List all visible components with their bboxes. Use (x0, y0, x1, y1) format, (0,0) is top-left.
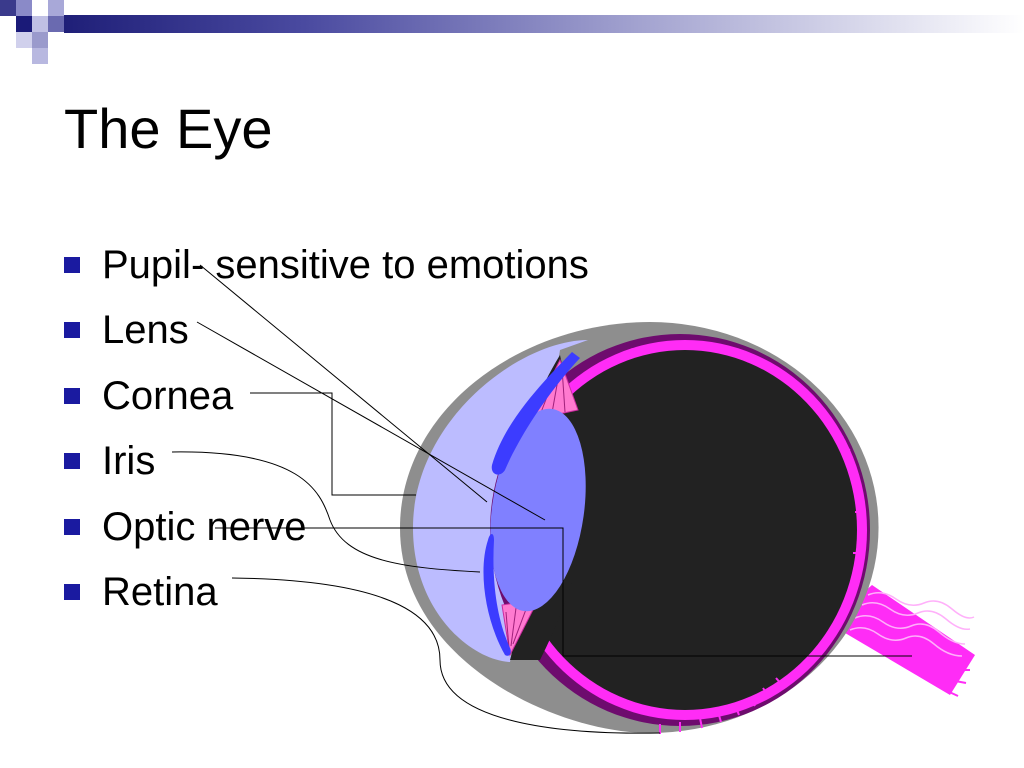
leader-line-pupil (199, 264, 488, 503)
deco-square (16, 32, 32, 48)
retina-ticks (659, 351, 865, 734)
deco-square (32, 48, 48, 64)
vitreous-chamber (513, 350, 857, 710)
optic-nerve (840, 585, 975, 697)
leader-line-retina (231, 577, 661, 734)
bullet-text-lens: Lens (102, 308, 189, 353)
square-bullet-icon (64, 256, 80, 273)
deco-square (32, 16, 48, 32)
iris-lower (483, 534, 511, 656)
square-bullet-icon (64, 322, 80, 339)
deco-square (48, 0, 64, 16)
leader-lines (171, 264, 912, 734)
slide-title: The Eye (64, 97, 273, 160)
header-gradient-bar (64, 15, 1024, 33)
square-bullet-icon (64, 584, 80, 601)
square-bullet-icon (64, 453, 80, 470)
bullet-text-cornea: Cornea (102, 373, 234, 418)
lens (490, 408, 586, 612)
header-decoration (0, 0, 1024, 64)
list-item: Iris (64, 429, 589, 495)
leader-line-iris (171, 451, 481, 573)
deco-square (0, 0, 16, 16)
deco-square (16, 0, 32, 16)
bullet-text-optic-nerve: Optic nerve (102, 504, 307, 549)
leader-line-lens (196, 321, 546, 521)
bullet-text-retina: Retina (102, 570, 218, 615)
iris-upper (491, 352, 580, 475)
bullet-list: Pupil- sensitive to emotions Lens Cornea… (64, 232, 589, 625)
square-bullet-icon (64, 518, 80, 535)
list-item: Lens (64, 298, 589, 364)
list-item: Pupil- sensitive to emotions (64, 232, 589, 298)
leader-line-cornea (250, 392, 416, 496)
list-item: Retina (64, 560, 589, 626)
bullet-text-iris: Iris (102, 439, 156, 484)
leader-line-optic-nerve (215, 527, 912, 657)
bullet-text-pupil: Pupil- sensitive to emotions (102, 242, 589, 287)
deco-square (32, 32, 48, 48)
deco-square (48, 16, 64, 32)
list-item: Optic nerve (64, 494, 589, 560)
list-item: Cornea (64, 363, 589, 429)
deco-square (16, 16, 32, 32)
square-bullet-icon (64, 387, 80, 404)
